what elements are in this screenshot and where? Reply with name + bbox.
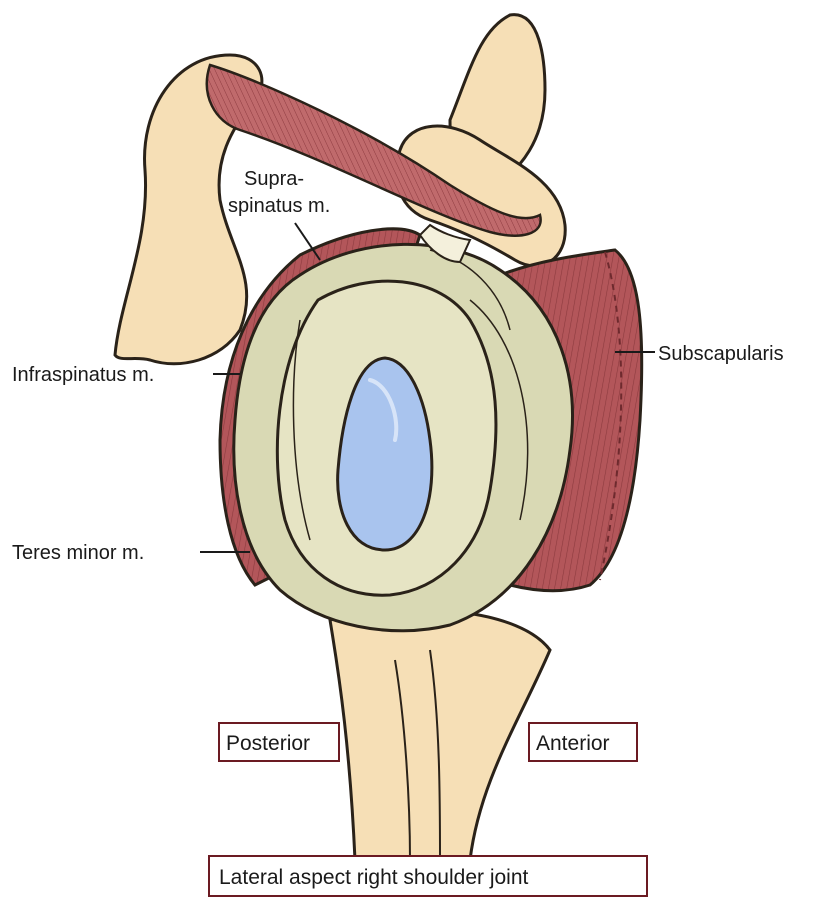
- label-supraspinatus-2: spinatus m.: [228, 195, 330, 217]
- label-anterior: Anterior: [536, 732, 610, 755]
- label-teres-minor: Teres minor m.: [12, 542, 144, 564]
- caption-text: Lateral aspect right shoulder joint: [219, 866, 529, 889]
- label-infraspinatus: Infraspinatus m.: [12, 364, 154, 386]
- label-supraspinatus-1: Supra-: [244, 168, 304, 190]
- label-posterior: Posterior: [226, 732, 310, 755]
- label-subscapularis: Subscapularis: [658, 343, 784, 365]
